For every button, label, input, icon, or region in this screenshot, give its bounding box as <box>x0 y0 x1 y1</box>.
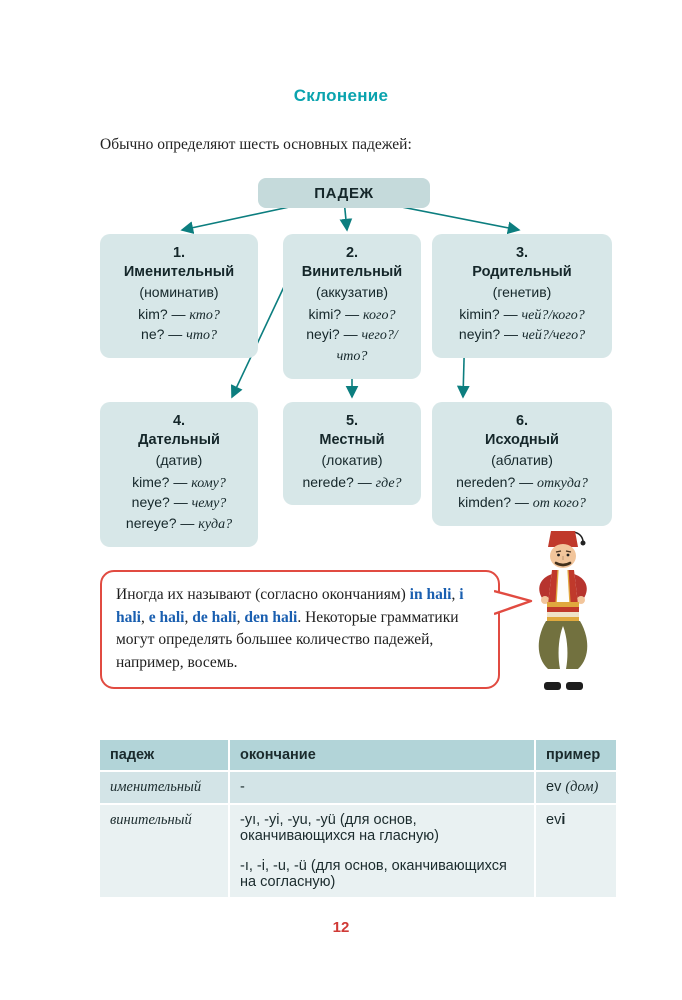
case-question-line: kimden? — от кого? <box>458 494 586 512</box>
table-cell-endings: -yı, -yi, -yu, -yü (для основ, оканчиваю… <box>230 805 534 897</box>
case-subtitle: (аблатив) <box>491 451 553 468</box>
case-subtitle: (датив) <box>155 451 203 468</box>
case-diagram: ПАДЕЖ 1. Именительный (номинатив) kim? — кт… <box>0 174 682 547</box>
case-question-line: nerede? — где? <box>302 473 402 491</box>
case-question-line: kimin? — чей?/​кого? <box>459 305 585 323</box>
page-title: Склонение <box>293 86 389 105</box>
root-case-box: ПАДЕЖ <box>258 178 430 208</box>
note-section: Иногда их называют (согласно окончаниям)… <box>100 531 612 706</box>
case-ending-term: den hali <box>244 608 298 626</box>
case-number: 4. <box>172 413 186 429</box>
case-subtitle: (генетив) <box>492 283 552 300</box>
case-box-2: 2. Винительный (аккузатив) kimi? — кого? ney… <box>283 234 421 379</box>
table-cell-example: ev (дом) <box>536 772 616 803</box>
table-header-ending: окончание <box>230 740 534 770</box>
case-question-line: neyi? — чего?/​что? <box>306 326 398 365</box>
case-question-line: kimi? — кого? <box>308 305 396 323</box>
case-title: Родительный <box>472 264 572 281</box>
case-box-4: 4. Дательный (датив) kime? — кому? neye? — ч… <box>100 402 258 547</box>
table-cell-endings: - <box>230 772 534 803</box>
case-title: Именительный <box>123 264 235 281</box>
case-ending-term: e hali <box>148 608 185 626</box>
table-cell-example: evi <box>536 805 616 897</box>
table-header-example: пример <box>536 740 616 770</box>
case-box-3: 3. Родительный (генетив) kimin? — чей?/​ког… <box>432 234 612 359</box>
speech-tail-icon <box>494 589 533 616</box>
case-subtitle: (локатив) <box>321 451 383 468</box>
case-question-line: nereden? — откуда? <box>456 473 588 491</box>
case-title: Винительный <box>301 264 403 281</box>
ending-variant: - <box>240 779 245 795</box>
case-question-line: ne? — что? <box>141 326 217 344</box>
case-question-line: kime? — кому? <box>132 473 226 491</box>
case-number: 1. <box>172 245 186 261</box>
case-question-line: kim? — кто? <box>138 305 220 323</box>
case-ending-term: i hali <box>116 586 464 626</box>
ending-variant: -ı, -i, -u, -ü (для основ, оканчивающихс… <box>240 858 507 890</box>
table-cell-case: именительный <box>100 772 228 803</box>
note-text: Иногда их называют (согласно окончаниям)… <box>116 586 464 671</box>
case-box-5: 5. Местный (локатив) nerede? — где? <box>283 402 421 506</box>
case-number: 5. <box>345 413 359 429</box>
case-question-line: neyin? — чей?/​чего? <box>458 326 586 344</box>
case-subtitle: (аккузатив) <box>315 283 389 300</box>
case-box-1: 1. Именительный (номинатив) kim? — кто? ne? … <box>100 234 258 359</box>
table-header-case: падеж <box>100 740 228 770</box>
case-question-line: neye? — чему? <box>131 494 227 512</box>
intro-text: Обычно определяют шесть основных падежей… <box>100 136 412 153</box>
case-ending-term: in hali <box>409 586 452 603</box>
case-title: Исходный <box>485 432 559 449</box>
case-number: 2. <box>345 245 359 261</box>
case-box-6: 6. Исходный (аблатив) nereden? — откуда? kim… <box>432 402 612 527</box>
note-callout: Иногда их называют (согласно окончаниям)… <box>100 570 533 689</box>
case-ending-term: de hali <box>192 608 237 626</box>
case-title: Местный <box>319 432 385 449</box>
case-question-line: nereye? — куда? <box>125 515 233 533</box>
case-title: Дательный <box>138 432 220 449</box>
case-subtitle: (номинатив) <box>139 283 219 300</box>
ending-variant: -yı, -yi, -yu, -yü (для основ, оканчиваю… <box>240 812 439 844</box>
case-number: 3. <box>515 245 529 261</box>
case-number: 6. <box>515 413 529 429</box>
turkish-man-illustration <box>538 531 588 690</box>
table-cell-case: винительный <box>100 805 228 897</box>
page-number: 12 <box>332 919 350 936</box>
